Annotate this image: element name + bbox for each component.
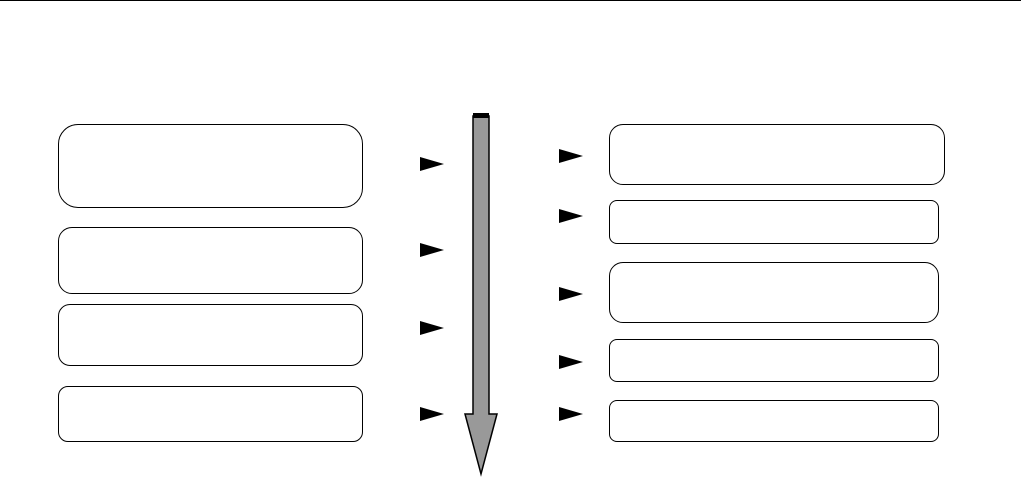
left-pointer-4 bbox=[420, 407, 444, 421]
left-box-1 bbox=[58, 124, 363, 208]
right-box-5 bbox=[609, 400, 939, 442]
central-arrow-cap bbox=[473, 113, 489, 118]
right-pointer-5 bbox=[559, 407, 583, 421]
left-pointer-2 bbox=[420, 243, 444, 257]
right-box-2 bbox=[609, 200, 939, 244]
left-box-3 bbox=[58, 304, 363, 366]
left-pointer-3 bbox=[420, 321, 444, 335]
top-rule bbox=[0, 0, 1021, 1]
right-pointer-1 bbox=[559, 149, 583, 163]
right-pointer-4 bbox=[559, 355, 583, 369]
right-box-3 bbox=[609, 262, 939, 323]
right-pointer-2 bbox=[559, 209, 583, 223]
right-box-1 bbox=[609, 124, 945, 185]
right-box-4 bbox=[609, 339, 939, 382]
right-pointer-3 bbox=[559, 287, 583, 301]
central-down-arrow bbox=[464, 115, 498, 477]
left-box-4 bbox=[58, 386, 363, 442]
left-pointer-1 bbox=[420, 157, 444, 171]
left-box-2 bbox=[58, 227, 363, 294]
